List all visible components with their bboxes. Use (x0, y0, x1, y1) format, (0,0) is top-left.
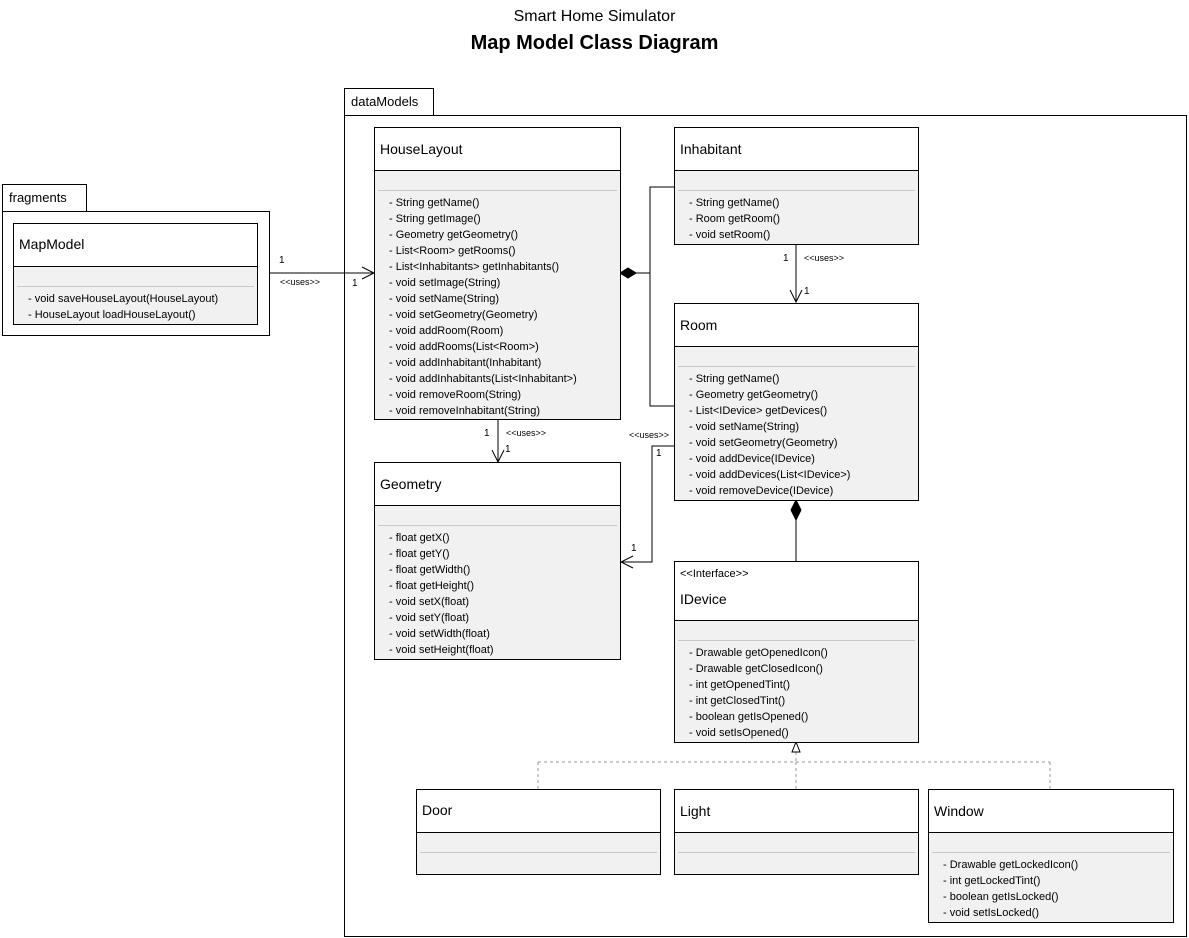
class-name-room: Room (680, 317, 718, 333)
operation: - void removeRoom(String) (389, 389, 522, 401)
operations-window: - Drawable getLockedIcon() - int getLocke… (929, 853, 1173, 921)
operations-room: - String getName() - Geometry getGeometry… (675, 367, 918, 499)
operations-geometry: - float getX() - float getY() - float getW… (375, 526, 620, 658)
operation: - void setName(String) (689, 421, 800, 433)
operation: - void setIsLocked() (943, 907, 1039, 919)
diamond-houselayout (619, 267, 637, 279)
operation: - void addRoom(Room) (389, 325, 504, 337)
operation: - int getOpenedTint() (689, 679, 791, 691)
uses-label-room-geom: <<uses>> (629, 430, 670, 440)
class-name-mapmodel: MapModel (19, 236, 85, 252)
class-inhabitant[interactable]: Inhabitant - String getName() - Room getR… (674, 127, 919, 245)
operation: - int getLockedTint() (943, 875, 1041, 887)
uses-label-mapmodel: <<uses>> (280, 277, 321, 287)
class-name-inhabitant: Inhabitant (680, 141, 742, 157)
edge-houselayout-inhabitant (649, 186, 674, 273)
mult-room-geom-1: 1 (656, 448, 662, 459)
operation: - String getImage() (389, 213, 481, 225)
class-name-geometry: Geometry (380, 476, 442, 492)
operation: - List<Inhabitants> getInhabitants() (389, 261, 559, 273)
uses-label-houselayout-geom: <<uses>> (506, 428, 547, 438)
operation: - void setGeometry(Geometry) (689, 437, 838, 449)
class-name-door: Door (422, 802, 453, 818)
operation: - List<IDevice> getDevices() (689, 405, 828, 417)
operation: - String getName() (689, 373, 780, 385)
package-tab-datamodels: dataModels (344, 88, 434, 116)
arrowhead-geometry-side (619, 555, 634, 569)
mult-geometry-1: 1 (505, 444, 511, 455)
operation: - void setX(float) (389, 596, 470, 608)
operation: - void setWidth(float) (389, 628, 490, 640)
mult-mapmodel-1: 1 (279, 255, 285, 266)
operation: - String getName() (389, 197, 480, 209)
class-door[interactable]: Door (416, 789, 661, 875)
mult-geometry-side-1: 1 (631, 543, 637, 554)
uses-label-inhabitant: <<uses>> (804, 253, 845, 263)
class-idevice[interactable]: <<Interface>> IDevice - Drawable getOpen… (674, 561, 919, 743)
operation: - void setImage(String) (389, 277, 501, 289)
package-tab-fragments: fragments (2, 184, 87, 212)
operation: - void setGeometry(Geometry) (389, 309, 538, 321)
stereotype-idevice: <<Interface>> (680, 568, 749, 580)
operation: - void addInhabitants(List<Inhabitant>) (389, 373, 577, 385)
operation: - Room getRoom() (689, 213, 781, 225)
operation: - float getHeight() (389, 580, 474, 592)
class-name-window: Window (934, 803, 984, 819)
operation: - void addInhabitant(Inhabitant) (389, 357, 542, 369)
operation: - void setY(float) (389, 612, 470, 624)
operation: - void addDevice(IDevice) (689, 453, 815, 465)
realization-triangle (791, 740, 801, 753)
operations-inhabitant: - String getName() - Room getRoom() - void… (675, 191, 918, 243)
operation: - HouseLayout loadHouseLayout() (28, 309, 196, 321)
mult-room-1: 1 (804, 286, 810, 297)
operation: - void addRooms(List<Room>) (389, 341, 539, 353)
operation: - void setIsOpened() (689, 727, 789, 739)
class-name-light: Light (680, 803, 711, 819)
package-fragments (2, 211, 270, 336)
operation: - Drawable getOpenedIcon() (689, 647, 828, 659)
operation: - void setHeight(float) (389, 644, 494, 656)
diagram-subtitle: Smart Home Simulator (513, 8, 676, 25)
edge-houselayout-room (649, 273, 674, 407)
operation: - Geometry getGeometry() (389, 229, 518, 241)
class-window[interactable]: Window - Drawable getLockedIcon() - int g… (928, 789, 1174, 923)
class-geometry[interactable]: Geometry - float getX()- float getY()- f… (374, 462, 621, 660)
operation: - int getClosedTint() (689, 695, 786, 707)
operation: - void addDevices(List<IDevice>) (689, 469, 851, 481)
operation: - void removeInhabitant(String) (389, 405, 541, 417)
mult-inhabitant-1: 1 (783, 253, 789, 264)
class-light[interactable]: Light (674, 789, 919, 875)
operations-mapmodel: - void saveHouseLayout(HouseLayout) - Hou… (14, 287, 257, 323)
operation: - boolean getIsLocked() (943, 891, 1059, 903)
class-mapmodel[interactable]: MapModel - void saveHouseLayout(HouseLay… (13, 223, 258, 325)
operation: - float getWidth() (389, 564, 471, 576)
operation: - float getX() (389, 532, 450, 544)
operation: - boolean getIsOpened() (689, 711, 809, 723)
operation: - void saveHouseLayout(HouseLayout) (28, 293, 219, 305)
operation: - void removeDevice(IDevice) (689, 485, 834, 497)
operation: - List<Room> getRooms() (389, 245, 516, 257)
class-name-idevice: IDevice (680, 591, 727, 607)
operation: - Drawable getClosedIcon() (689, 663, 823, 675)
class-name-houselayout: HouseLayout (380, 141, 463, 157)
diagram-title: Map Model Class Diagram (470, 32, 719, 54)
mult-houselayout-1: 1 (352, 278, 358, 289)
operation: - Drawable getLockedIcon() (943, 859, 1079, 871)
operations-houselayout: - String getName() - String getImage() - G… (375, 191, 620, 419)
operation: - String getName() (689, 197, 780, 209)
operation: - Geometry getGeometry() (689, 389, 818, 401)
operations-idevice: - Drawable getOpenedIcon() - Drawable get… (675, 641, 918, 741)
class-room[interactable]: Room - String getName() - Geometry getGeo… (674, 303, 919, 501)
diamond-room (790, 498, 802, 522)
edge-room-geometry (621, 445, 674, 563)
operation: - float getY() (389, 548, 450, 560)
arrowhead-room (789, 289, 803, 304)
operation: - void setName(String) (389, 293, 500, 305)
mult-houselayout-geom-1: 1 (484, 428, 490, 439)
package-datamodels (344, 115, 1187, 937)
class-houselayout[interactable]: HouseLayout - String getName()- String g… (374, 127, 621, 420)
operation: - void setRoom() (689, 229, 771, 241)
